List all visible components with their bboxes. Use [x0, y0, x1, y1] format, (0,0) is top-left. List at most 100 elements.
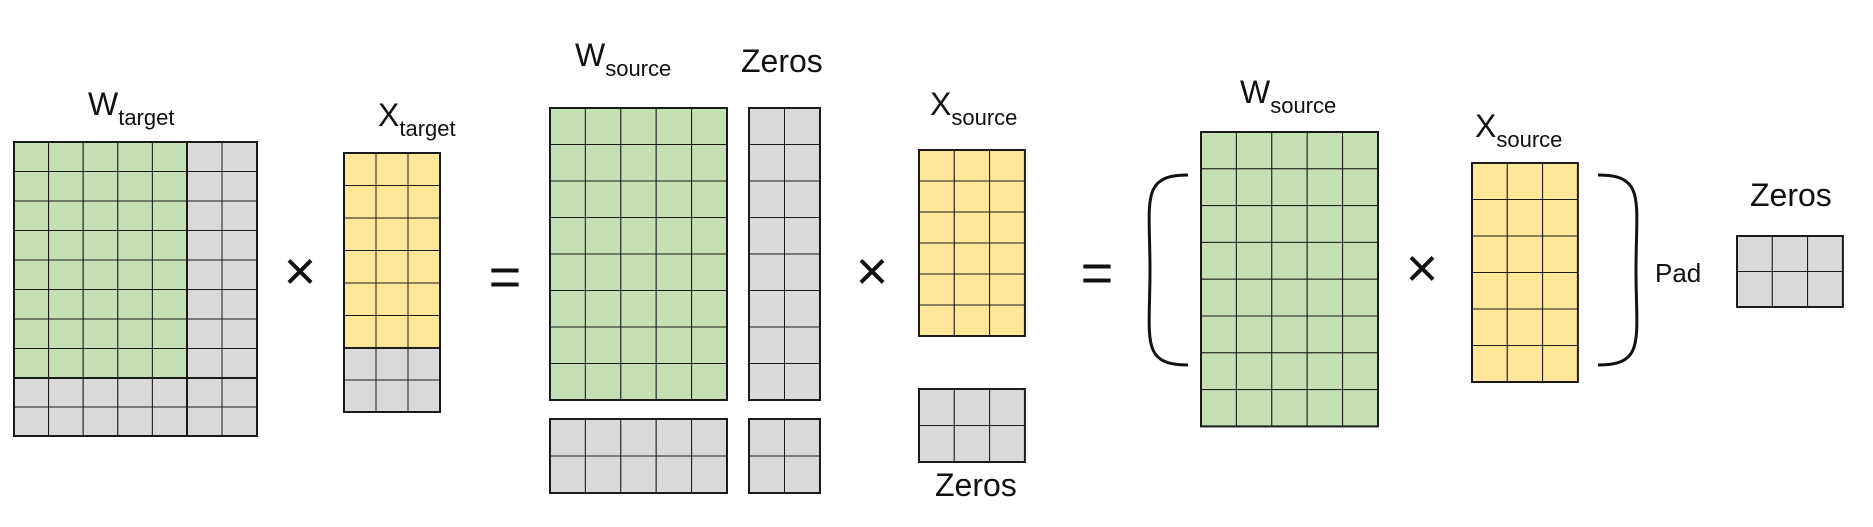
x-source-matrix-cell — [989, 180, 1026, 213]
zeros-column-matrix-cell — [748, 180, 785, 218]
w-source-matrix-2-cell — [1271, 315, 1308, 354]
w-target-label: Wtarget — [88, 86, 174, 130]
w-target-matrix-cell — [82, 230, 119, 261]
w-source-matrix-2-cell — [1200, 278, 1237, 317]
zeros-below-matrix-cell — [989, 388, 1026, 426]
w-source-matrix-cell — [584, 253, 622, 291]
pad-label: Pad — [1655, 258, 1701, 288]
w-target-matrix-cell — [151, 171, 188, 202]
zeros-below-matrix-border — [918, 388, 1026, 463]
zeros-right-matrix-cell — [1771, 271, 1809, 308]
x-target-matrix-cell — [407, 282, 441, 316]
zeros-column-matrix-cell — [784, 144, 821, 182]
w-source-matrix-cell — [655, 107, 693, 145]
x-target-matrix-cell — [343, 347, 377, 381]
x-target-matrix-cell — [375, 282, 409, 316]
w-source-matrix-cell — [691, 180, 728, 218]
x-source-matrix-2-cell — [1471, 272, 1508, 310]
w-source-matrix-cell — [655, 217, 693, 255]
w-target-matrix-cell — [151, 318, 188, 349]
x-target-matrix-cell — [375, 315, 409, 349]
x-source-matrix-cell — [953, 304, 991, 337]
x-target-matrix-border — [343, 347, 441, 413]
x-source-matrix-cell — [953, 273, 991, 306]
zeros-row-matrix-cell — [620, 455, 657, 494]
w-target-matrix-cell — [13, 406, 50, 437]
w-source-matrix-2-cell — [1306, 278, 1344, 317]
w-source-matrix-2-cell — [1342, 205, 1379, 243]
w-source-matrix-cell — [655, 363, 693, 401]
w-target-matrix-cell — [48, 318, 84, 349]
zeros-below-matrix-cell — [918, 388, 955, 426]
w-source-matrix-2-cell — [1200, 131, 1237, 170]
w-source-matrix-2-cell — [1306, 352, 1344, 391]
w-source-matrix-cell — [549, 290, 586, 328]
w-source-matrix-cell — [620, 107, 657, 145]
zeros-row-matrix-cell — [655, 455, 693, 494]
w-source-matrix-cell — [620, 144, 657, 182]
zeros-column-matrix-cell — [784, 180, 821, 218]
w-target-matrix-cell — [151, 141, 188, 172]
w-source-matrix-cell — [691, 107, 728, 145]
w-target-matrix-cell — [221, 289, 258, 320]
zeros-right-label: Zeros — [1750, 177, 1832, 213]
zeros-right-matrix-cell — [1807, 271, 1844, 308]
w-source-matrix-border — [549, 107, 728, 401]
w-source-matrix-cell — [549, 363, 586, 401]
w-target-matrix-cell — [221, 377, 258, 408]
w-target-matrix-cell — [117, 141, 153, 172]
x-target-matrix-cell — [343, 152, 377, 186]
x-source-matrix-2 — [1471, 162, 1579, 383]
zeros-column-matrix-cell — [784, 290, 821, 328]
zeros-column-matrix-cell — [784, 107, 821, 145]
x-source-matrix-2-cell — [1506, 199, 1544, 237]
w-source-matrix-2-cell — [1200, 205, 1237, 243]
w-source-matrix-cell — [549, 217, 586, 255]
x-target-matrix-cell — [375, 347, 409, 381]
zeros-column-matrix-cell — [748, 144, 785, 182]
w-source-matrix-2-cell — [1342, 278, 1379, 317]
zeros-row-matrix-cell — [691, 418, 728, 457]
w-target-matrix — [13, 141, 258, 437]
x-source-matrix-cell — [918, 211, 955, 244]
w-source-matrix-2-cell — [1200, 241, 1237, 280]
x-target-matrix — [343, 152, 441, 413]
w-source-matrix-cell — [549, 326, 586, 364]
x-source-matrix-2-cell — [1542, 235, 1579, 273]
w-source-matrix-2-cell — [1235, 168, 1273, 207]
times-operator-1: × — [284, 239, 317, 302]
w-target-matrix-cell — [82, 141, 119, 172]
zeros-row-matrix-cell — [620, 418, 657, 457]
w-source-matrix-cell — [549, 144, 586, 182]
w-source-matrix-cell — [691, 253, 728, 291]
x-source-matrix-cell — [953, 242, 991, 275]
w-source-matrix-2-cell — [1235, 241, 1273, 280]
w-source-matrix-2-cell — [1235, 389, 1273, 427]
w-target-matrix-cell — [186, 289, 223, 320]
zeros-right-matrix-cell — [1807, 235, 1844, 272]
zeros-top-label: Zeros — [741, 43, 823, 79]
w-source-matrix-cell — [691, 144, 728, 182]
w-target-matrix-cell — [151, 377, 188, 408]
w-target-matrix-cell — [221, 171, 258, 202]
w-target-matrix-cell — [151, 348, 188, 379]
w-source-matrix-2-border — [1200, 131, 1379, 428]
x-target-matrix-cell — [375, 185, 409, 219]
w-target-matrix-cell — [151, 259, 188, 290]
w-target-matrix-cell — [82, 200, 119, 231]
w-source-matrix-2-cell — [1200, 352, 1237, 391]
times-operator-3: × — [1406, 236, 1439, 299]
w-target-matrix-cell — [221, 200, 258, 231]
w-target-matrix-cell — [186, 230, 223, 261]
x-source-matrix-2-cell — [1506, 272, 1544, 310]
w-target-matrix-cell — [48, 200, 84, 231]
w-source-matrix-cell — [655, 253, 693, 291]
w-source-matrix-2-cell — [1342, 315, 1379, 354]
w-target-matrix-cell — [151, 230, 188, 261]
w-source-matrix-2 — [1200, 131, 1379, 428]
zeros-row-matrix-cell — [549, 455, 586, 494]
w-target-matrix-cell — [48, 259, 84, 290]
w-target-matrix-cell — [221, 259, 258, 290]
w-source-matrix-cell — [655, 326, 693, 364]
